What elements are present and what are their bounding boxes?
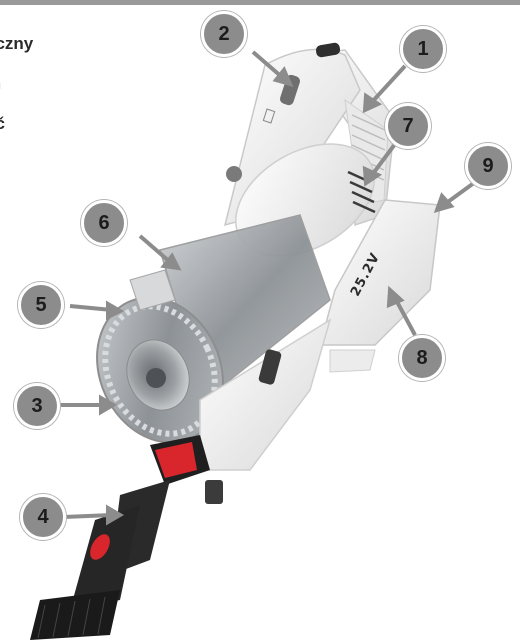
callout-7: 7 (385, 103, 431, 149)
leader-lines (58, 50, 480, 526)
callout-9-number: 9 (482, 155, 494, 177)
battery-pack (319, 199, 441, 373)
callout-4-number: 4 (37, 506, 49, 528)
crevice-tool (30, 435, 223, 640)
callout-2-number: 2 (218, 23, 230, 45)
callout-7-number: 7 (402, 115, 414, 137)
callout-4: 4 (20, 494, 66, 540)
callout-8: 8 (399, 335, 445, 381)
callout-3: 3 (14, 383, 60, 429)
callout-6-number: 6 (98, 212, 110, 234)
callout-5-number: 5 (35, 294, 47, 316)
heading-line-3: ač (0, 114, 5, 133)
callout-2: 2 (201, 11, 247, 57)
callout-1: 1 (400, 26, 446, 72)
heading-line-1: ęczny (0, 34, 34, 53)
page-heading: ęczny m ač (0, 14, 120, 154)
top-border (0, 0, 520, 5)
callout-6: 6 (81, 200, 127, 246)
callout-5: 5 (18, 282, 64, 328)
callout-3-number: 3 (31, 395, 43, 417)
callout-9: 9 (465, 143, 511, 189)
callout-8-number: 8 (416, 347, 428, 369)
heading-line-2: m (0, 74, 120, 94)
callout-1-number: 1 (417, 38, 429, 60)
